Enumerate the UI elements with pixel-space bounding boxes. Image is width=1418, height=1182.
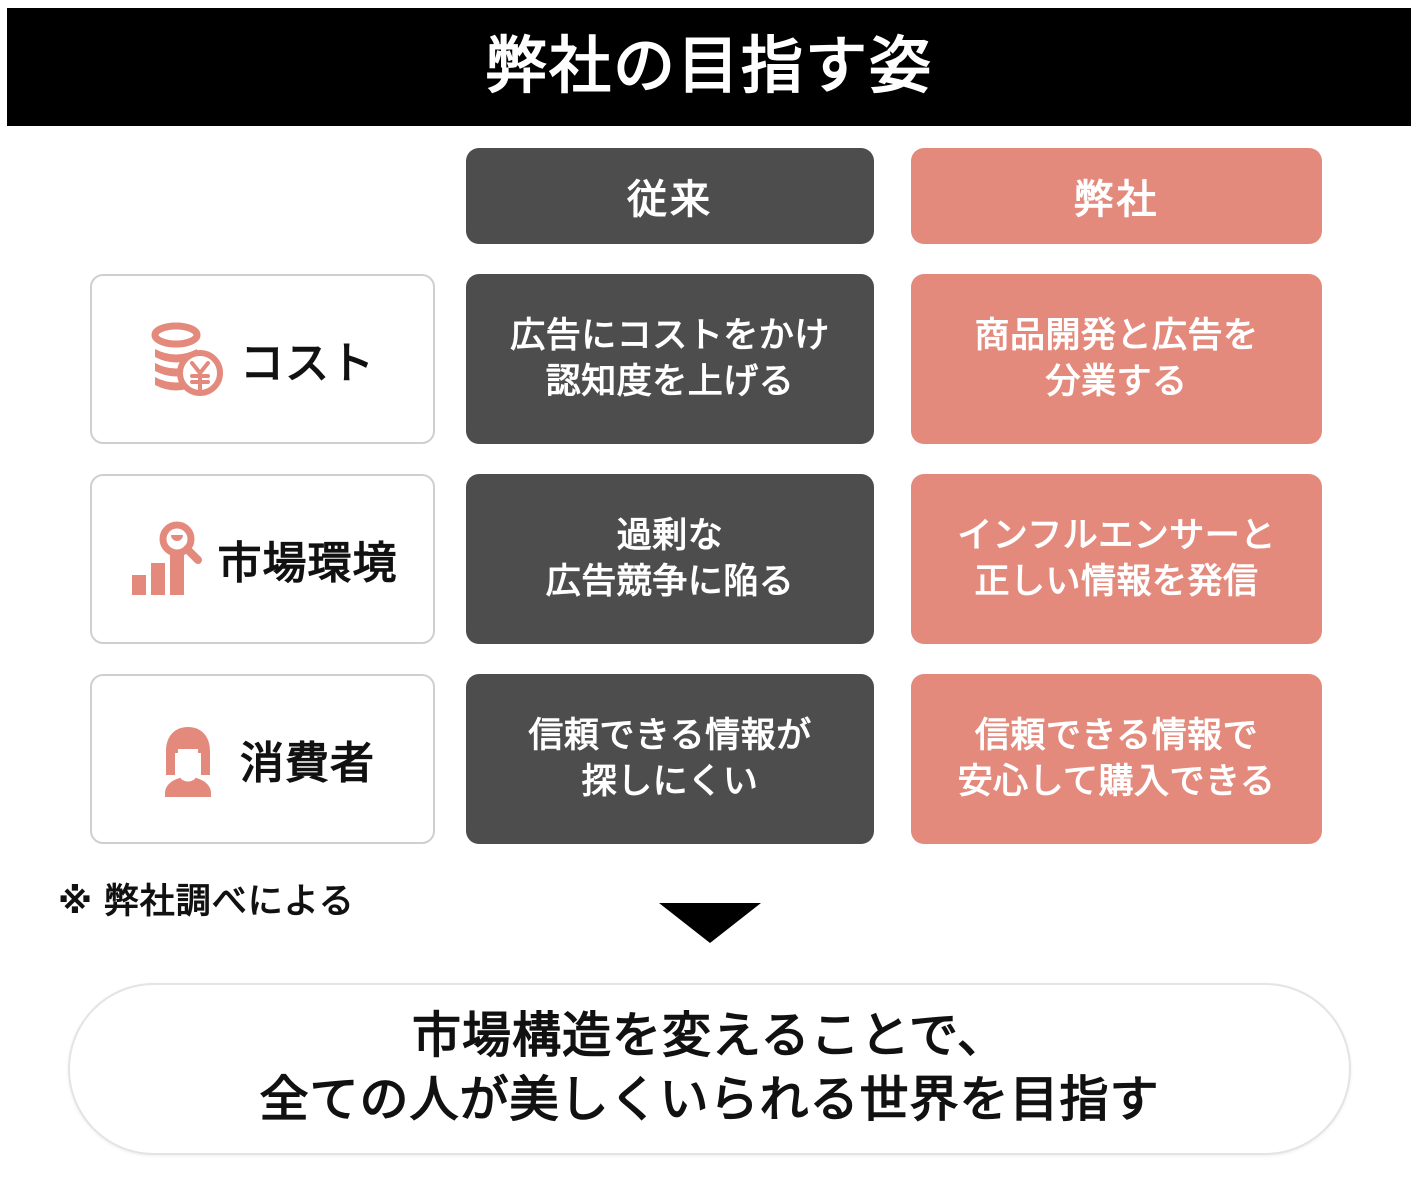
cell-consumer-ours: 信頼できる情報で 安心して購入できる bbox=[911, 674, 1322, 844]
cell-market-legacy-line1: 過剰な bbox=[616, 515, 724, 555]
coin-stack-yen-icon bbox=[151, 322, 223, 396]
matrix-row-market: 市場環境 過剰な 広告競争に陥る インフルエンサーと 正しい情報を発信 bbox=[0, 474, 1418, 644]
row-label-card-cost: コスト bbox=[90, 274, 435, 444]
cell-market-legacy: 過剰な 広告競争に陥る bbox=[466, 474, 874, 644]
cell-consumer-legacy: 信頼できる情報が 探しにくい bbox=[466, 674, 874, 844]
cell-cost-legacy-line1: 広告にコストをかけ bbox=[510, 315, 830, 355]
page-title: 弊社の目指す姿 bbox=[484, 32, 933, 101]
matrix-row-cost: コスト 広告にコストをかけ 認知度を上げる 商品開発と広告を 分業する bbox=[0, 274, 1418, 444]
cell-market-ours-line2: 正しい情報を発信 bbox=[974, 562, 1259, 601]
cell-consumer-legacy-line1: 信頼できる情報が bbox=[528, 715, 812, 755]
female-consumer-icon bbox=[165, 727, 211, 797]
cell-consumer-legacy-line2: 探しにくい bbox=[581, 762, 759, 801]
row-label-cost: コスト bbox=[240, 339, 375, 388]
cell-market-ours-line1: インフルエンサーと bbox=[957, 515, 1276, 555]
column-header-ours-label: 弊社 bbox=[1073, 178, 1160, 222]
page-title-banner: 弊社の目指す姿 bbox=[7, 8, 1411, 126]
cell-consumer-ours-line2: 安心して購入できる bbox=[957, 762, 1276, 801]
comparison-matrix: 従来 弊社 コスト 広告にコストをかけ 認知度を上げる 商品開発と広告を bbox=[0, 148, 1418, 844]
cell-cost-ours-line1: 商品開発と広告を bbox=[974, 315, 1259, 355]
column-header-legacy-label: 従来 bbox=[627, 178, 713, 222]
cell-cost-legacy-line2: 認知度を上げる bbox=[545, 362, 795, 401]
cell-cost-ours-line2: 分業する bbox=[1045, 362, 1188, 401]
column-header-ours: 弊社 bbox=[911, 148, 1322, 244]
footnote: ※ 弊社調べによる bbox=[58, 882, 355, 921]
matrix-header-row: 従来 弊社 bbox=[0, 148, 1418, 244]
bar-chart-magnifier-icon bbox=[131, 521, 202, 595]
cell-market-ours: インフルエンサーと 正しい情報を発信 bbox=[911, 474, 1322, 644]
cell-cost-legacy: 広告にコストをかけ 認知度を上げる bbox=[466, 274, 874, 444]
row-label-consumer: 消費者 bbox=[240, 739, 375, 788]
cell-consumer-ours-line1: 信頼できる情報で bbox=[974, 715, 1259, 755]
row-label-card-consumer: 消費者 bbox=[90, 674, 435, 844]
column-header-legacy: 従来 bbox=[466, 148, 874, 244]
row-label-market: 市場環境 bbox=[217, 539, 398, 588]
cell-cost-ours: 商品開発と広告を 分業する bbox=[911, 274, 1322, 444]
conclusion-line-1: 市場構造を変えることで、 bbox=[411, 1009, 1008, 1064]
conclusion-line-2: 全ての人が美しくいられる世界を目指す bbox=[259, 1073, 1160, 1127]
triangle-down-icon bbox=[659, 903, 761, 943]
row-label-card-market: 市場環境 bbox=[90, 474, 435, 644]
conclusion-box: 市場構造を変えることで、 全ての人が美しくいられる世界を目指す bbox=[68, 983, 1351, 1155]
cell-market-legacy-line2: 広告競争に陥る bbox=[545, 562, 795, 601]
matrix-row-consumer: 消費者 信頼できる情報が 探しにくい 信頼できる情報で 安心して購入できる bbox=[0, 674, 1418, 844]
